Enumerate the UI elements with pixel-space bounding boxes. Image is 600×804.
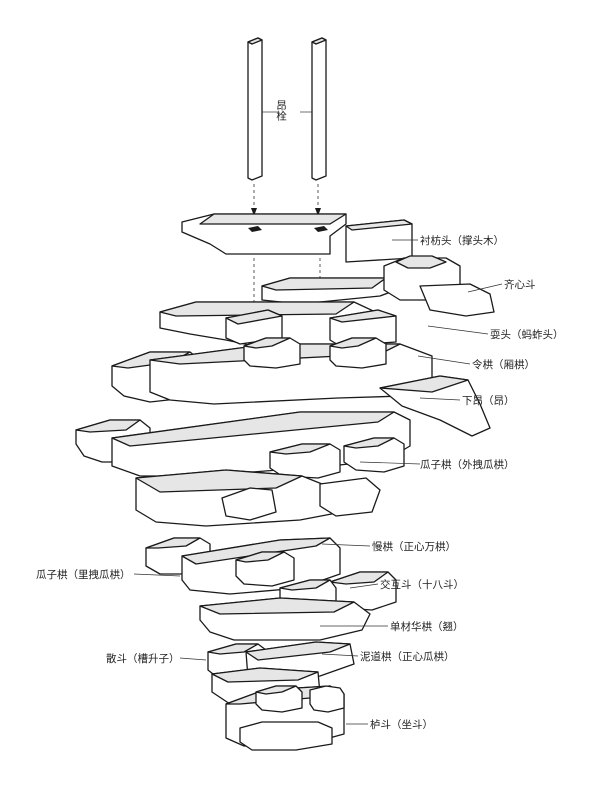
label-linggong: 令栱（厢栱） [472,358,535,371]
dancaihuagong-layer [199,597,371,641]
label-guazigong-li: 瓜子栱（里拽瓜栱） [36,568,131,581]
label-chenfangtou: 衬枋头（撑头木） [420,234,504,247]
label-jiaohudou: 交互斗（十八斗） [380,578,464,591]
nidaogong-layer [207,641,355,705]
chenfangtou-beam [181,213,413,330]
linggong-layer [111,337,491,437]
label-ludou: 栌斗（坐斗） [370,718,433,731]
guazigong-wai-layer [75,411,411,527]
label-qixindou: 齐心斗 [504,278,536,291]
label-sandou: 散斗（槽升子） [106,652,180,665]
label-shuatou: 耍头（蚂蚱头） [490,328,564,341]
label-xiaang: 下昂（昂） [462,395,515,407]
label-angshuan: 昂栓 [275,100,287,122]
ludou-base [225,685,345,751]
leader-lines [133,111,503,725]
shuatou-layer [159,255,495,357]
label-dancaihuagong: 单材华栱（翘） [390,620,464,633]
label-mangong: 慢栱（正心万栱） [372,540,456,553]
label-guazigong-wai: 瓜子栱（外拽瓜栱） [420,458,515,471]
labels: 昂栓 衬枋头（撑头木） 齐心斗 耍头（蚂蚱头） 令栱（厢栱） 下昂（昂） 瓜子栱… [36,100,564,731]
label-nidaogong: 泥道栱（正心瓜栱） [360,650,455,663]
angshuan-pins [247,37,327,216]
